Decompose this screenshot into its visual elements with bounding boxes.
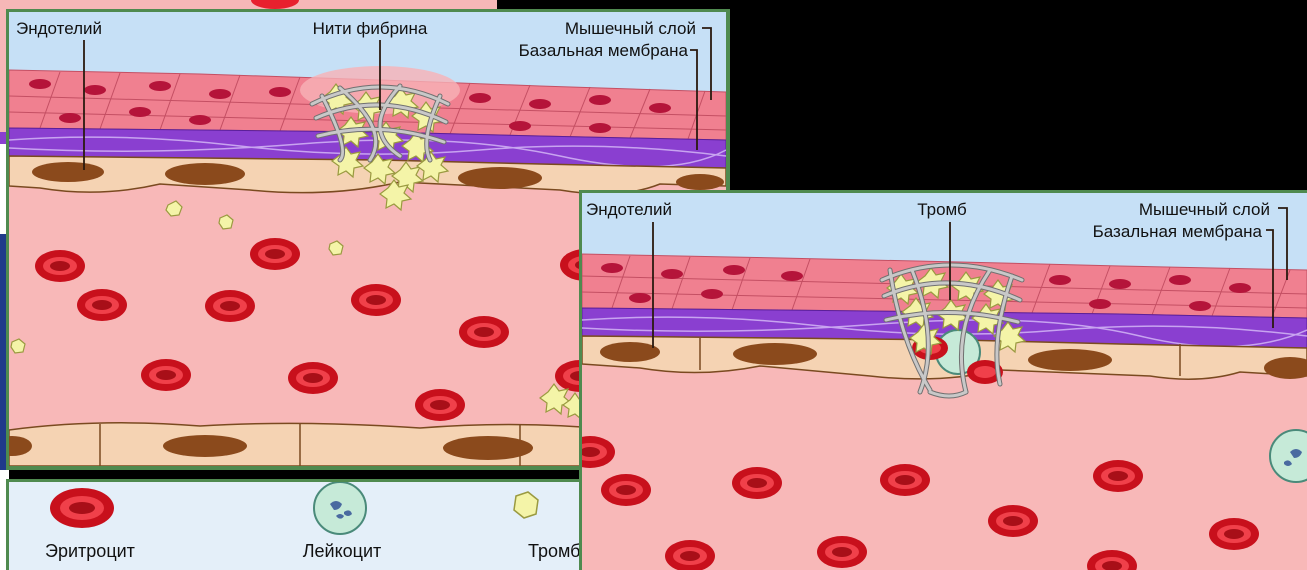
label-fibrin-threads: Нити фибрина <box>313 19 428 38</box>
label-thrombus: Тромб <box>917 200 967 219</box>
label-basement-membrane: Базальная мембрана <box>1093 222 1263 241</box>
erythrocyte <box>732 467 782 499</box>
erythrocyte <box>415 389 465 421</box>
label-muscle-layer: Мышечный слой <box>1139 200 1270 219</box>
erythrocyte <box>880 464 930 496</box>
label-basement-membrane: Базальная мембрана <box>519 41 689 60</box>
erythrocyte <box>1093 460 1143 492</box>
erythrocyte <box>1209 518 1259 550</box>
erythrocyte <box>601 474 651 506</box>
erythrocyte <box>77 289 127 321</box>
label-muscle-layer: Мышечный слой <box>565 19 696 38</box>
erythrocyte <box>288 362 338 394</box>
label-endothelium: Эндотелий <box>16 19 102 38</box>
panel-thrombus: Эндотелий Тромб Мышечный слой Базальная … <box>565 190 1307 570</box>
erythrocyte <box>459 316 509 348</box>
legend-leukocyte-label: Лейкоцит <box>303 541 382 561</box>
erythrocyte <box>250 238 300 270</box>
label-endothelium: Эндотелий <box>586 200 672 219</box>
erythrocyte <box>35 250 85 282</box>
erythrocyte <box>988 505 1038 537</box>
erythrocyte <box>205 290 255 322</box>
legend-platelet-label: Тромб <box>528 541 581 561</box>
erythrocyte <box>817 536 867 568</box>
erythrocyte <box>351 284 401 316</box>
legend-erythrocyte-icon <box>50 488 114 528</box>
legend-leukocyte-icon <box>314 482 366 534</box>
legend-erythrocyte-label: Эритроцит <box>45 541 135 561</box>
erythrocyte <box>141 359 191 391</box>
legend: Эритроцит Лейкоцит Тромб <box>6 479 609 570</box>
